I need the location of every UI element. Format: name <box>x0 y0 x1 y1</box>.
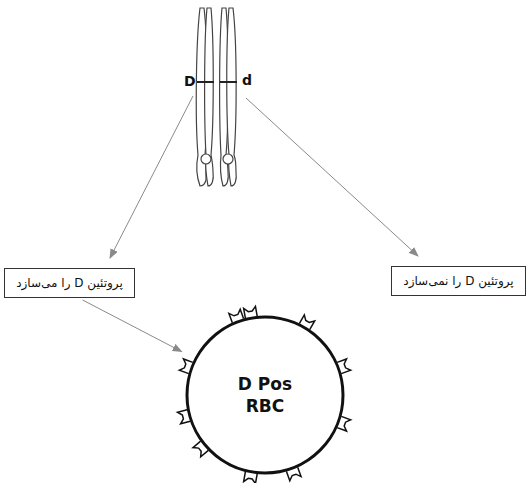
allele-label: d <box>242 72 252 88</box>
box-text: پروتئین D را می‌سازد <box>16 276 123 290</box>
rbc-outline <box>185 315 345 475</box>
process-box: پروتئین D را نمی‌سازد <box>391 266 526 296</box>
cell-circle: D PosRBC <box>185 315 345 475</box>
allele-label: D <box>184 73 196 89</box>
box-text: پروتئین D را نمی‌سازد <box>403 274 513 288</box>
process-box: پروتئین D را می‌سازد <box>4 268 135 298</box>
leader-arrow <box>110 96 193 258</box>
cell-label: D Pos <box>238 373 292 395</box>
chromosome-pair <box>196 8 236 186</box>
leader-arrow <box>246 98 418 256</box>
cell-label: RBC <box>246 395 285 417</box>
connector-arrow <box>83 300 182 352</box>
